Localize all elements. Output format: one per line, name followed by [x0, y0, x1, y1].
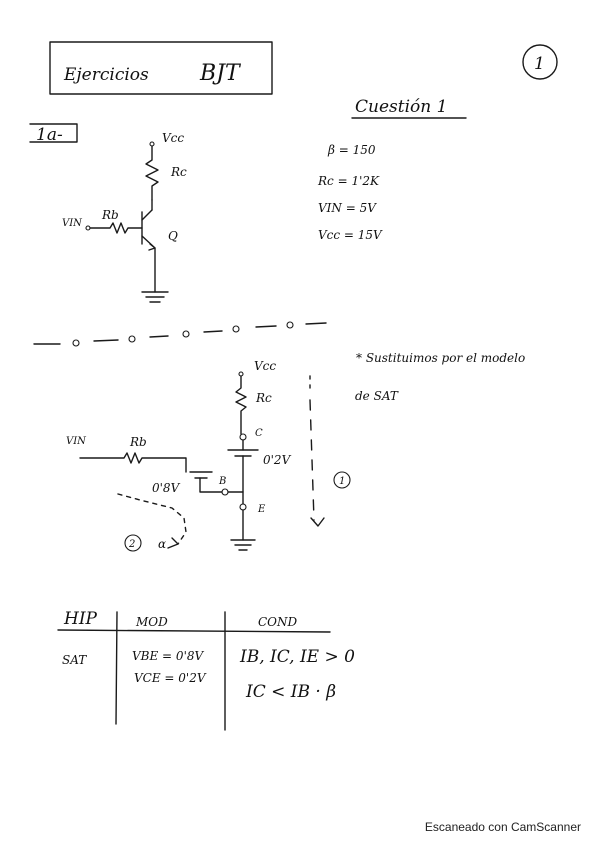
table-cond-beta: IC < IB · β — [245, 682, 336, 702]
c2-e-label: E — [257, 504, 266, 515]
page-number: 1 — [534, 54, 545, 74]
table-header-hip: HIP — [63, 609, 98, 629]
table-mod-vbe: VBE = 0'8V — [132, 649, 204, 663]
loop-1-marker — [333, 471, 351, 489]
loop-1-label: 1 — [339, 476, 345, 487]
title-subject: BJT — [199, 61, 242, 86]
c1-rb-label: Rb — [101, 208, 119, 222]
section-tag-box — [29, 123, 78, 143]
c1-vin-label: VIN — [62, 218, 83, 229]
title-box — [49, 41, 273, 95]
c2-rc-label: Rc — [255, 391, 272, 405]
note-line-1: * Sustituimos por el modelo — [356, 351, 525, 365]
table-header-cond: COND — [258, 615, 298, 629]
c2-vin-label: VIN — [66, 436, 87, 447]
table-header-mod: MOD — [135, 615, 168, 629]
c1-rc-label: Rc — [170, 165, 187, 179]
loop-alpha-label: α — [158, 537, 166, 551]
param-beta: β = 150 — [327, 143, 376, 157]
table-row-sat: SAT — [62, 653, 87, 667]
c1-q-label: Q — [168, 229, 178, 243]
c2-rb-label: Rb — [129, 435, 147, 449]
c2-c-label: C — [255, 428, 263, 439]
hypothesis-table — [57, 611, 331, 731]
separator-line — [33, 321, 327, 347]
c2-vce-label: 0'2V — [263, 453, 292, 467]
table-mod-vce: VCE = 0'2V — [134, 671, 207, 685]
param-vcc: Vcc = 15V — [318, 228, 383, 242]
page-number-circle — [522, 44, 558, 80]
param-vin: VIN = 5V — [318, 201, 377, 215]
loop-2-marker — [124, 534, 142, 552]
loop-2-label: 2 — [128, 539, 135, 550]
circuit-2-diagram — [79, 371, 325, 551]
c2-b-label: B — [218, 476, 226, 487]
c2-vcc-label: Vcc — [254, 359, 276, 373]
question-heading: Cuestión 1 — [355, 97, 447, 117]
scanner-footer: Escaneado con CamScanner — [424, 820, 581, 834]
table-cond-currents: IB, IC, IE > 0 — [239, 647, 355, 667]
note-line-2: de SAT — [355, 389, 399, 403]
circuit-1-diagram — [85, 141, 169, 303]
param-rc: Rc = 1'2K — [317, 174, 380, 188]
section-tag: 1a- — [36, 125, 63, 145]
c2-vbe-label: 0'8V — [152, 481, 181, 495]
title-text: Ejercicios — [63, 65, 149, 85]
c1-vcc-label: Vcc — [162, 131, 184, 145]
